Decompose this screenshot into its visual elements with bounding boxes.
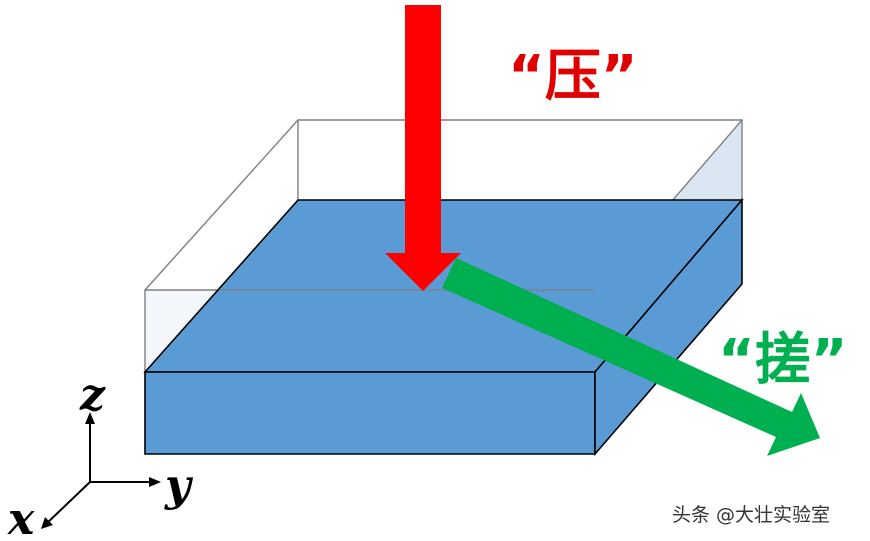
axis-label-y: y — [164, 460, 194, 511]
watermark-text: 头条 @大壮实验室 — [672, 504, 830, 526]
rub-label: “搓” — [718, 328, 848, 393]
y-axis-arrowhead — [149, 477, 161, 487]
z-axis-arrowhead — [85, 412, 95, 424]
x-axis-arrowhead — [41, 517, 53, 529]
rub-arrow — [442, 258, 820, 456]
axis-label-z: z — [79, 370, 106, 421]
slab-front-face — [144, 371, 596, 455]
axis-label-x: x — [7, 494, 35, 541]
press-arrow — [385, 5, 461, 291]
slab-right-face — [594, 197, 743, 457]
axes-triad — [44, 418, 155, 526]
press-label: “压” — [508, 44, 638, 109]
